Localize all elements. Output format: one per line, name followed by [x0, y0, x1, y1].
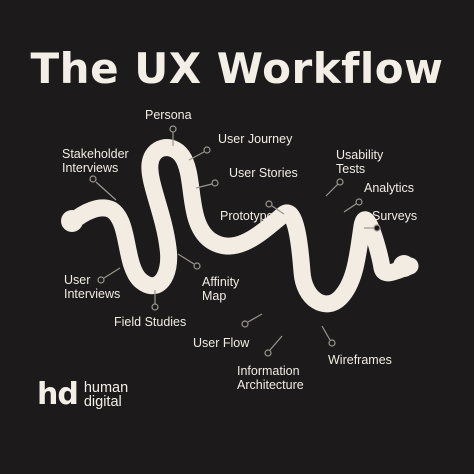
connector-analytics	[343, 203, 357, 213]
connector-stakeholder-dot	[89, 175, 97, 183]
workflow-path	[63, 139, 419, 313]
logo-mark: hd	[37, 377, 79, 412]
logo-text: human digital	[83, 380, 129, 410]
connector-prototype-dot	[265, 200, 273, 208]
label-usability-tests: Usability Tests	[336, 148, 383, 176]
label-surveys: Surveys	[372, 209, 417, 223]
label-user-interviews: User Interviews	[64, 273, 120, 301]
label-wireframes-text: Wireframes	[328, 353, 392, 367]
connector-usability-dot	[336, 178, 344, 186]
label-info-arch-line2: Architecture	[237, 378, 304, 392]
connector-user-stories	[195, 183, 213, 189]
path-start-node	[61, 210, 83, 232]
label-stakeholder-line2: Interviews	[62, 161, 119, 175]
connector-user-journey-dot	[203, 146, 211, 154]
connector-surveys-dot	[373, 224, 381, 232]
label-field-studies-text: Field Studies	[114, 315, 187, 329]
label-usability-line1: Usability	[336, 148, 384, 162]
label-prototype: Prototype	[220, 209, 274, 223]
logo-line1: human	[83, 380, 129, 396]
label-usability-line2: Tests	[336, 162, 366, 176]
label-surveys-text: Surveys	[372, 209, 418, 223]
connector-user-stories-dot	[211, 179, 219, 187]
connector-persona-dot	[169, 125, 177, 133]
label-affinity-line1: Affinity	[202, 275, 240, 289]
connector-user-interviews	[103, 267, 121, 279]
page-title: The UX Workflow	[30, 44, 444, 93]
connector-info-arch	[269, 335, 283, 351]
label-user-stories-text: User Stories	[229, 166, 298, 180]
connector-affinity-dot	[193, 262, 201, 270]
connector-user-interviews-dot	[97, 276, 105, 284]
label-persona-text: Persona	[145, 108, 192, 122]
label-wireframes: Wireframes	[328, 353, 392, 367]
connector-prototype	[271, 205, 285, 215]
label-user-flow: User Flow	[193, 336, 249, 350]
connectors	[89, 125, 381, 357]
label-user-interviews-line1: User	[64, 273, 91, 287]
connector-stakeholder	[95, 181, 117, 201]
label-user-journey-text: User Journey	[218, 132, 293, 146]
connector-usability	[325, 183, 339, 197]
connector-affinity	[177, 253, 195, 265]
label-persona: Persona	[145, 108, 192, 122]
connector-wireframes-dot	[328, 339, 336, 347]
connector-user-journey	[188, 151, 205, 161]
label-user-stories: User Stories	[229, 166, 298, 180]
connector-wireframes	[321, 325, 331, 341]
label-user-interviews-line2: Interviews	[64, 287, 121, 301]
label-prototype-text: Prototype	[220, 209, 274, 223]
connector-user-flow	[247, 313, 263, 323]
label-field-studies: Field Studies	[114, 315, 186, 329]
label-info-arch-line1: Information	[237, 364, 300, 378]
label-stakeholder-line1: Stakeholder	[62, 147, 129, 161]
label-stakeholder-interviews: Stakeholder Interviews	[62, 147, 129, 175]
connector-info-arch-dot	[264, 349, 272, 357]
label-affinity-line2: Map	[202, 289, 227, 303]
connector-field-studies-dot	[151, 303, 159, 311]
label-information-architecture: Information Architecture	[237, 364, 304, 392]
label-analytics-text: Analytics	[364, 181, 415, 195]
label-affinity-map: Affinity Map	[202, 275, 239, 303]
label-analytics: Analytics	[364, 181, 414, 195]
connector-user-flow-dot	[241, 320, 249, 328]
path-end-node	[393, 255, 415, 277]
path-body	[63, 139, 419, 313]
connector-analytics-dot	[355, 198, 363, 206]
label-user-journey: User Journey	[218, 132, 292, 146]
brand-logo: hd human digital	[37, 380, 128, 410]
logo-line2: digital	[83, 394, 122, 410]
label-user-flow-text: User Flow	[193, 336, 250, 350]
